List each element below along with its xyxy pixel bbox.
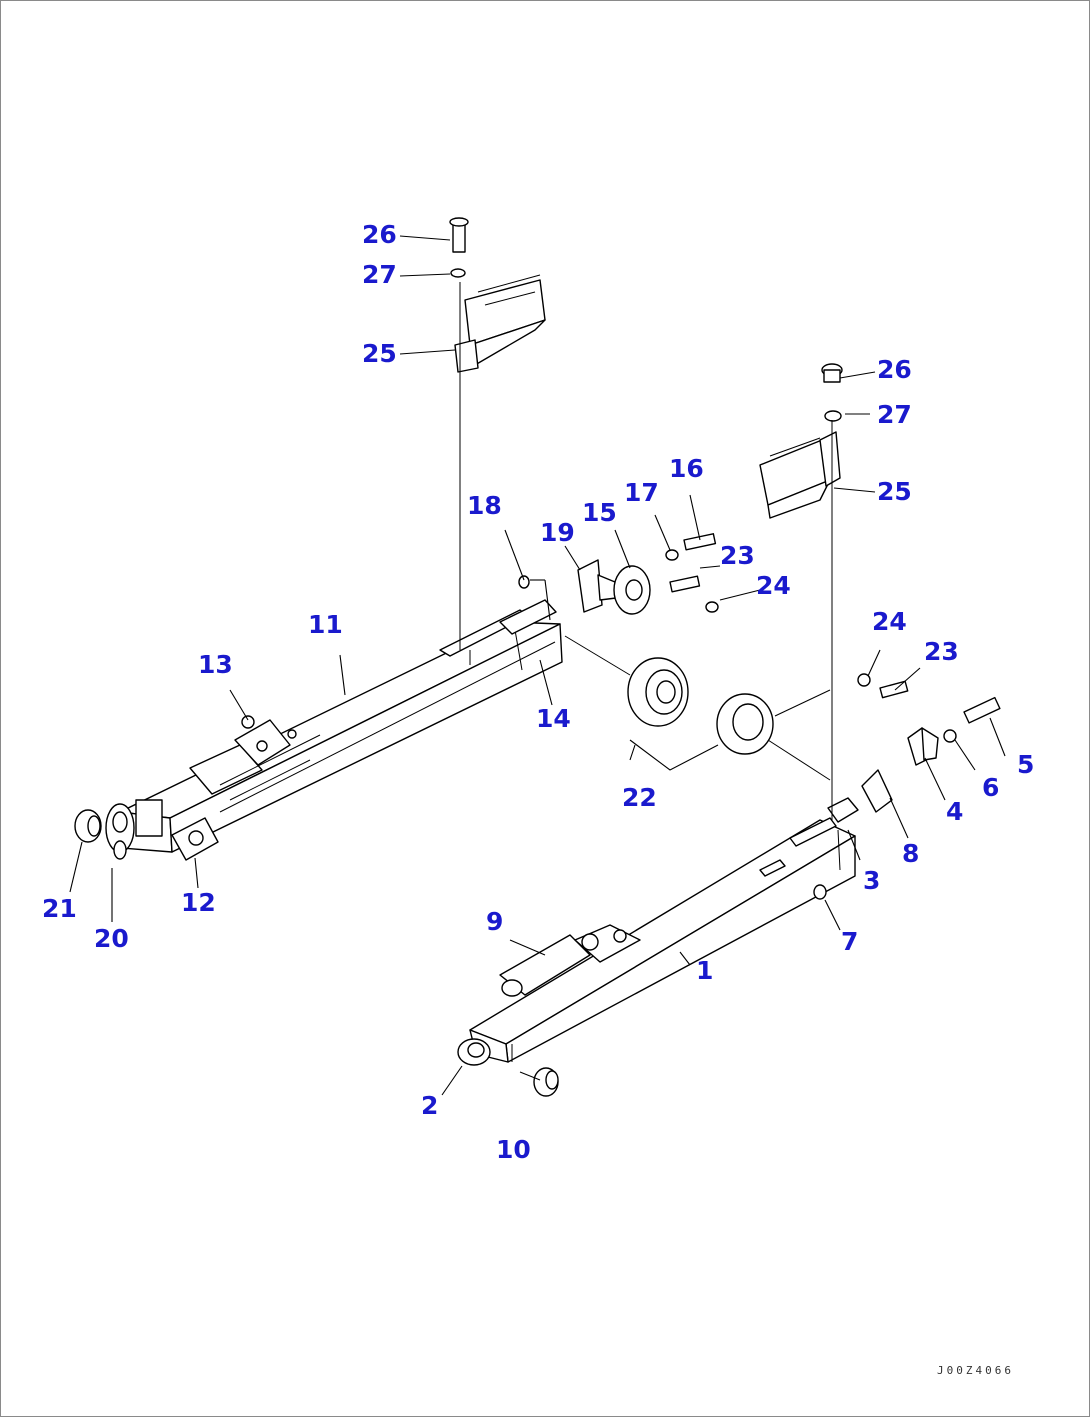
callout-5: 5 [1017,750,1035,779]
callout-19: 19 [540,518,575,547]
callout-12: 12 [181,888,216,917]
left-frame-beam [105,599,563,861]
clamp-15 [613,565,651,615]
callout-25-right: 25 [877,477,912,506]
callout-1: 1 [696,956,714,985]
callout-17: 17 [624,478,659,507]
callout-9: 9 [486,907,504,936]
bolt-26-right [821,363,843,422]
callout-3: 3 [863,866,881,895]
leader-lines [69,235,1006,1096]
drawing-code: J00Z4066 [937,1364,1014,1377]
callout-13: 13 [198,650,233,679]
callout-2: 2 [421,1091,439,1120]
callout-14: 14 [536,704,571,733]
callout-23-upper: 23 [720,541,755,570]
hub-assembly-22 [564,635,831,781]
callout-27-right: 27 [877,400,912,429]
callout-4: 4 [946,797,964,826]
right-frame-beam [457,797,859,1097]
callout-10: 10 [496,1135,531,1164]
callout-15: 15 [582,498,617,527]
bolt-26-left [449,217,469,278]
left-bushings [74,809,127,860]
callout-26-left: 26 [362,220,397,249]
callout-8: 8 [902,839,920,868]
callout-24-lower: 24 [872,607,907,636]
callout-11: 11 [308,610,343,639]
callout-25-left: 25 [362,339,397,368]
support-bracket-upper-right [759,431,841,519]
callout-22: 22 [622,783,657,812]
callout-20: 20 [94,924,129,953]
callout-7: 7 [841,927,859,956]
support-bracket-upper-left [454,274,546,373]
callout-16: 16 [669,454,704,483]
callout-24-upper: 24 [756,571,791,600]
callout-6: 6 [982,773,1000,802]
bolts-16-17-23-24-left [518,533,719,613]
callout-18: 18 [467,491,502,520]
callout-27-left: 27 [362,260,397,289]
callout-23-lower: 23 [924,637,959,666]
clamp-19 [577,559,617,613]
callout-26-right: 26 [877,355,912,384]
callout-21: 21 [42,894,77,923]
